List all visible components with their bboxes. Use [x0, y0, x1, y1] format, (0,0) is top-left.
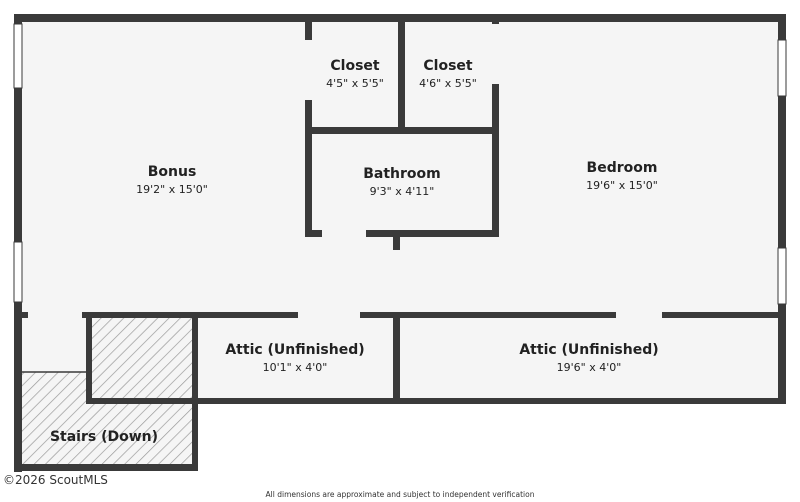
window-left-upper [13, 23, 23, 89]
room-stairs: Stairs (Down) [50, 429, 158, 445]
room-bathroom-name: Bathroom [363, 166, 441, 182]
walls [14, 14, 786, 472]
windows [13, 23, 787, 305]
window-right-lower [777, 247, 787, 305]
room-closet-2-name: Closet [423, 58, 473, 74]
room-attic-2-name: Attic (Unfinished) [519, 342, 658, 358]
room-bathroom-dims: 9'3" x 4'11" [370, 185, 435, 198]
copyright-text: ©2026 ScoutMLS [3, 473, 108, 487]
room-attic-1-dims: 10'1" x 4'0" [263, 361, 328, 374]
room-bedroom-name: Bedroom [587, 160, 658, 176]
room-attic-1-name: Attic (Unfinished) [225, 342, 364, 358]
room-bonus: Bonus 19'2" x 15'0" [136, 164, 208, 196]
room-closet-2-dims: 4'6" x 5'5" [419, 77, 477, 90]
disclaimer-text: All dimensions are approximate and subje… [266, 490, 535, 499]
room-bonus-dims: 19'2" x 15'0" [136, 183, 208, 196]
room-closet-1: Closet 4'5" x 5'5" [326, 58, 384, 90]
room-closet-1-name: Closet [330, 58, 380, 74]
room-bonus-name: Bonus [148, 164, 197, 180]
room-bedroom-dims: 19'6" x 15'0" [586, 179, 658, 192]
room-attic-2: Attic (Unfinished) 19'6" x 4'0" [519, 342, 658, 374]
window-left-lower [13, 241, 23, 303]
stairs-hatch [20, 372, 192, 466]
room-closet-1-dims: 4'5" x 5'5" [326, 77, 384, 90]
openings [28, 24, 662, 318]
room-attic-2-dims: 19'6" x 4'0" [557, 361, 622, 374]
room-bedroom: Bedroom 19'6" x 15'0" [586, 160, 658, 192]
room-bathroom: Bathroom 9'3" x 4'11" [363, 166, 441, 198]
window-right-upper [777, 39, 787, 97]
room-stairs-name: Stairs (Down) [50, 429, 158, 445]
room-closet-2: Closet 4'6" x 5'5" [419, 58, 477, 90]
room-attic-1: Attic (Unfinished) 10'1" x 4'0" [225, 342, 364, 374]
